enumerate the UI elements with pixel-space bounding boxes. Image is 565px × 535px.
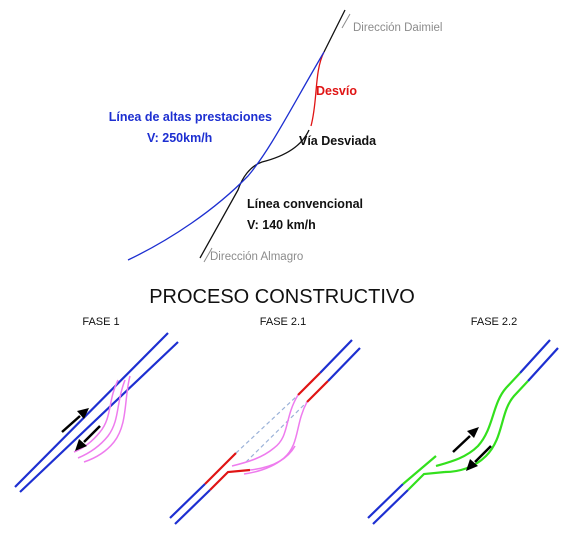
arrow-down-icon [75, 425, 101, 451]
temporary-track [231, 394, 299, 467]
direccion-almagro-label: Dirección Almagro [210, 251, 303, 263]
blue-track [527, 347, 559, 382]
blue-track [19, 341, 179, 493]
section-title: PROCESO CONSTRUCTIVO [149, 286, 415, 308]
desvio-label: Desvío [316, 84, 357, 98]
blue-track [14, 332, 169, 488]
top-diagram: Dirección Daimiel Desvío Línea de altas … [109, 9, 442, 263]
daimiel-tick [341, 13, 351, 29]
blue-track [372, 489, 409, 525]
dashed-old-track [235, 394, 299, 454]
blue-track [519, 339, 551, 374]
velocidad-altas-label: V: 250km/h [147, 131, 212, 145]
via-desviada-label: Vía Desviada [299, 134, 377, 148]
phase-2-2-diagram [367, 339, 559, 525]
modified-track [209, 468, 251, 491]
blue-track [367, 483, 404, 519]
dashed-old-track [245, 401, 308, 463]
phase-1-label: FASE 1 [82, 316, 119, 328]
modified-track [297, 372, 321, 396]
temporary-track [83, 375, 131, 463]
high-speed-line [127, 51, 325, 261]
almagro-tick [203, 247, 213, 263]
desvio-curve [310, 51, 325, 127]
new-track [407, 470, 446, 491]
linea-convencional-label: Línea convencional [247, 197, 363, 211]
phase-1-diagram [14, 332, 179, 493]
direccion-daimiel-label: Dirección Daimiel [353, 22, 442, 34]
blue-track [327, 347, 361, 382]
blue-track [169, 483, 206, 519]
temporary-track [249, 445, 296, 471]
velocidad-convencional-label: V: 140 km/h [247, 218, 316, 232]
arrow-up-icon [61, 408, 89, 433]
new-track [402, 455, 437, 485]
phase-2-1-label: FASE 2.1 [260, 316, 306, 328]
modified-track [204, 452, 237, 485]
modified-track [306, 380, 329, 403]
blue-track [319, 339, 353, 374]
new-track [444, 380, 529, 474]
arrow-up-icon [452, 427, 479, 453]
phase-2-1-diagram [169, 339, 361, 525]
blue-track [174, 489, 211, 525]
phase-2-2-label: FASE 2.2 [471, 316, 517, 328]
temporary-track [77, 379, 126, 459]
arrow-down-icon [466, 445, 492, 471]
new-track [435, 372, 521, 468]
linea-altas-prestaciones-label: Línea de altas prestaciones [109, 110, 272, 124]
